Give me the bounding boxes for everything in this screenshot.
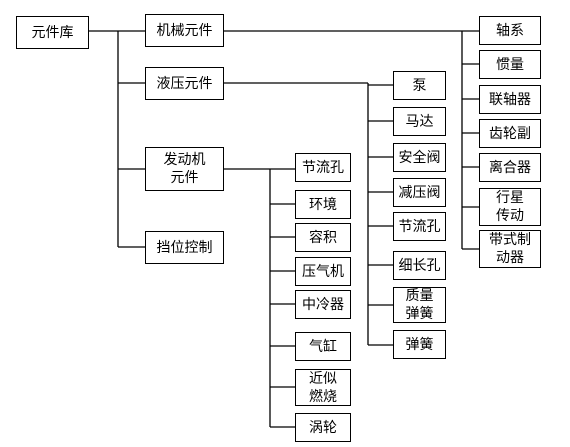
hyd-item-slender-hole: 细长孔	[393, 251, 446, 280]
category-node-engine: 发动机 元件	[145, 147, 224, 191]
eng-item-turbine: 涡轮	[295, 413, 351, 442]
hyd-item-motor: 马达	[393, 107, 446, 136]
category-node-hydraulic: 液压元件	[145, 67, 224, 100]
eng-item-volume: 容积	[295, 223, 351, 252]
mech-item-band-brake: 带式制 动器	[479, 230, 541, 268]
category-node-gear-control: 挡位控制	[145, 231, 224, 264]
eng-item-approx-combustion: 近似 燃烧	[295, 369, 351, 406]
hyd-item-pump: 泵	[393, 71, 446, 100]
mech-item-gear-pair: 齿轮副	[479, 119, 541, 148]
mech-item-planetary: 行星 传动	[479, 188, 541, 226]
hyd-item-relief-valve: 安全阀	[393, 143, 446, 172]
mech-item-inertia: 惯量	[479, 50, 541, 79]
hyd-item-mass-spring: 质量 弹簧	[393, 287, 446, 323]
hyd-item-spring: 弹簧	[393, 330, 446, 359]
eng-item-cylinder: 气缸	[295, 332, 351, 361]
mech-item-shaft: 轴系	[479, 16, 541, 45]
root-node-component-library: 元件库	[16, 16, 89, 49]
mech-item-coupling: 联轴器	[479, 85, 541, 114]
hyd-item-orifice: 节流孔	[393, 212, 446, 241]
hyd-item-pressure-reducing-valve: 减压阀	[393, 178, 446, 207]
eng-item-environment: 环境	[295, 190, 351, 219]
eng-item-intercooler: 中冷器	[295, 290, 351, 319]
mech-item-clutch: 离合器	[479, 153, 541, 182]
category-node-mechanical: 机械元件	[145, 14, 224, 47]
eng-item-compressor: 压气机	[295, 257, 351, 286]
eng-item-throttle-orifice: 节流孔	[295, 153, 351, 182]
